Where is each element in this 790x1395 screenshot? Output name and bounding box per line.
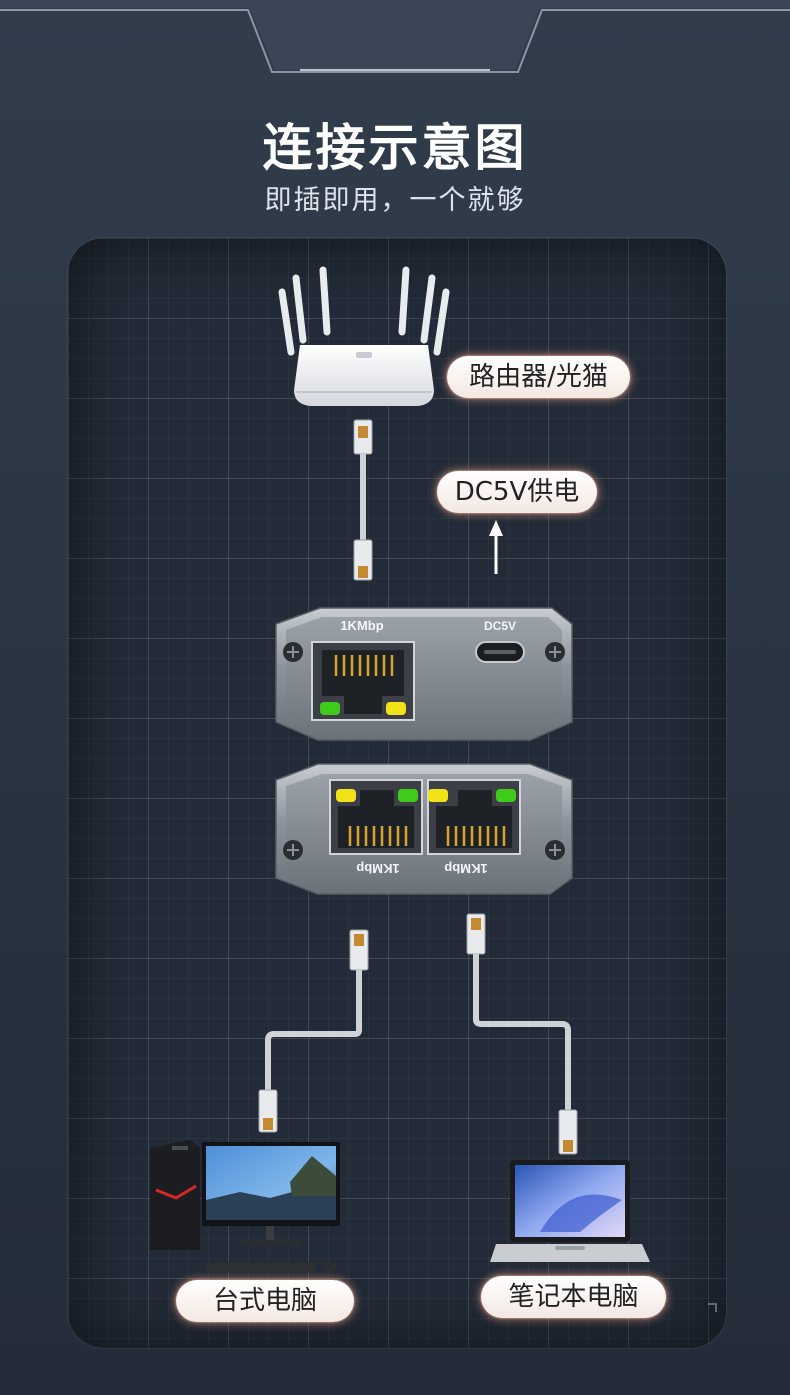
laptop-cable [466, 913, 578, 1155]
power-label: DC5V供电 [437, 471, 597, 513]
panel-corner-decoration [708, 1303, 717, 1312]
rj45-output-port-1 [329, 779, 423, 855]
desktop-cable [258, 929, 369, 1133]
input-port-label: 1KMbp [340, 618, 383, 633]
router-icon [278, 266, 450, 406]
led-yellow-icon [386, 702, 406, 715]
page-title: 连接示意图 [262, 119, 528, 177]
output-port-label-1: 1KMbp [356, 861, 399, 876]
switch-input-face: 1KMbp DC5V [275, 607, 573, 741]
desktop-label: 台式电脑 [176, 1280, 354, 1322]
power-arrow-icon [489, 520, 503, 574]
switch-output-face: 1KMbp 1KMbp [275, 763, 573, 895]
power-port-label: DC5V [484, 619, 516, 633]
rj45-output-port-2 [427, 779, 521, 855]
header-frame-decoration [0, 0, 790, 73]
led-green-icon [320, 702, 340, 715]
router-label: 路由器/光猫 [447, 356, 630, 398]
desktop-computer-icon [150, 1140, 340, 1272]
output-port-label-2: 1KMbp [444, 861, 487, 876]
page-subtitle: 即插即用，一个就够 [264, 185, 526, 216]
router-cable [353, 419, 373, 581]
laptop-icon [490, 1160, 650, 1262]
laptop-label: 笔记本电脑 [481, 1276, 666, 1318]
